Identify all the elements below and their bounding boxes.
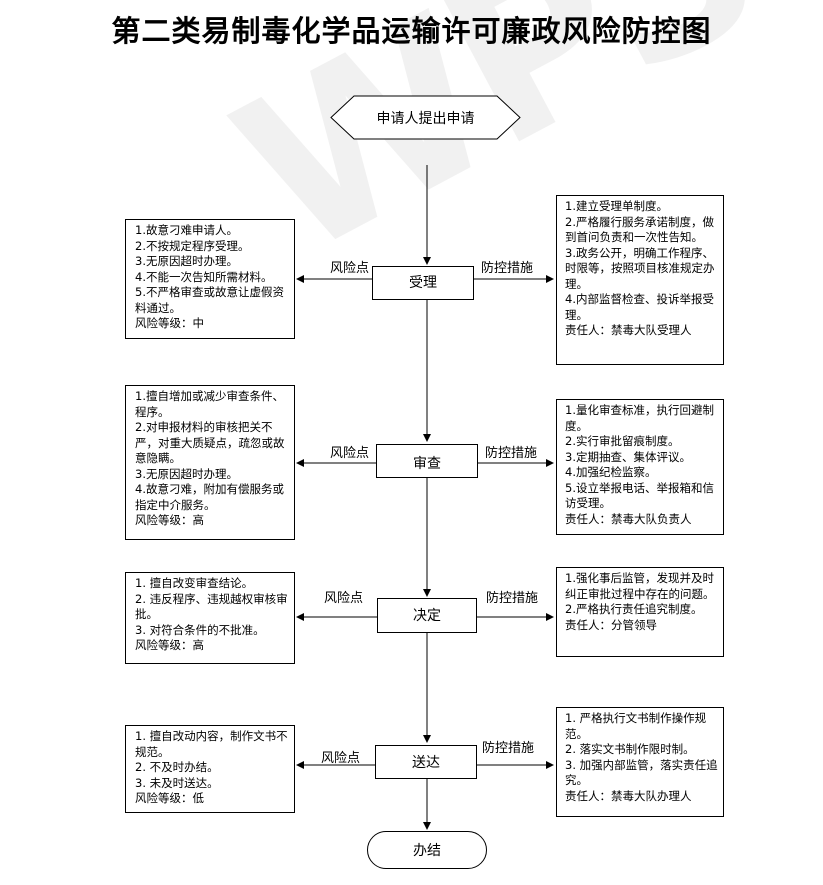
step-accept-label: 受理 [409, 275, 437, 291]
box-text-line: 1.擅自增加或减少审查条件、程序。 [135, 389, 284, 419]
box-text-line: 1.建立受理单制度。 [565, 199, 668, 213]
risk-box-review: 1.擅自增加或减少审查条件、程序。 2.对申报材料的审核把关不严，对重大质疑点，… [125, 385, 295, 540]
box-text-line: 3.无原因超时办理。 [135, 254, 238, 268]
risk-label-accept: 风险点 [330, 261, 370, 276]
box-text-line: 2.严格履行服务承诺制度，做到首问负责和一次性告知。 [565, 214, 714, 245]
box-text-line: 3.政务公开，明确工作程序、时限等，按照项目核准规定办理。 [565, 245, 715, 291]
end-node: 办结 [367, 831, 487, 869]
risk-label-deliver: 风险点 [321, 751, 361, 766]
box-text-line: 责任人：禁毒大队办理人 [565, 788, 692, 803]
box-text-line: 1.故意刁难申请人。 [135, 223, 238, 237]
step-deliver: 送达 [375, 745, 477, 779]
box-text-line: 3.无原因超时办理。 [135, 466, 238, 481]
box-text-line: 3. 未及时送达。 [135, 775, 219, 790]
start-node: 申请人提出申请 [330, 95, 521, 140]
control-box-deliver: 1. 严格执行文书制作操作规范。 2. 落实文书制作限时制。 3. 加强内部监管… [556, 707, 724, 817]
box-text-line: 4.故意刁难，附加有偿服务或指定中介服务。 [135, 482, 284, 512]
box-text-line: 2.严格执行责任追究制度。 [565, 602, 703, 616]
step-review: 审查 [376, 444, 478, 478]
box-text-line: 2. 落实文书制作限时制。 [565, 742, 695, 756]
start-node-label: 申请人提出申请 [376, 110, 475, 127]
box-text-line: 3. 加强内部监管，落实责任追究。 [565, 757, 718, 788]
step-decide-label: 决定 [413, 608, 441, 624]
box-text-line: 风险等级：低 [135, 791, 204, 805]
risk-label-review: 风险点 [330, 446, 370, 461]
box-text-line: 2. 不及时办结。 [135, 760, 219, 774]
step-deliver-label: 送达 [412, 755, 440, 771]
box-text-line: 1.量化审查标准，执行回避制度。 [565, 403, 714, 433]
box-text-line: 4.加强纪检监察。 [565, 465, 657, 479]
box-text-line: 2.不按规定程序受理。 [135, 238, 250, 253]
box-text-line: 责任人：分管领导 [565, 617, 657, 632]
step-accept: 受理 [372, 266, 474, 300]
control-label-review: 防控措施 [485, 446, 538, 461]
box-text-line: 4.内部监督检查、投诉举报受理。 [565, 292, 714, 322]
end-node-label: 办结 [413, 843, 441, 859]
box-text-line: 2.实行审批留痕制度。 [565, 434, 680, 448]
box-text-line: 风险等级：中 [135, 316, 204, 330]
box-text-line: 风险等级：高 [135, 638, 204, 652]
box-text-line: 3. 对符合条件的不批准。 [135, 622, 265, 637]
control-box-accept: 1.建立受理单制度。 2.严格履行服务承诺制度，做到首问负责和一次性告知。 3.… [556, 195, 724, 365]
box-text-line: 1.强化事后监管，发现并及时纠正审批过程中存在的问题。 [565, 571, 715, 601]
box-text-line: 责任人：禁毒大队受理人 [565, 323, 692, 337]
control-label-decide: 防控措施 [486, 591, 539, 606]
risk-label-decide: 风险点 [324, 591, 364, 606]
risk-box-decide: 1. 擅自改变审查结论。 2. 违反程序、违规越权审核审批。 3. 对符合条件的… [125, 572, 295, 664]
risk-box-deliver: 1. 擅自改动内容，制作文书不规范。 2. 不及时办结。 3. 未及时送达。 风… [125, 725, 295, 813]
page-title: 第二类易制毒化学品运输许可廉政风险防控图 [111, 14, 712, 48]
box-text-line: 1. 严格执行文书制作操作规范。 [565, 711, 707, 741]
step-review-label: 审查 [413, 456, 441, 472]
step-decide: 决定 [377, 598, 477, 633]
risk-box-accept: 1.故意刁难申请人。 2.不按规定程序受理。 3.无原因超时办理。 4.不能一次… [125, 219, 295, 339]
box-text-line: 2. 违反程序、违规越权审核审批。 [135, 591, 288, 622]
box-text-line: 1. 擅自改动内容，制作文书不规范。 [135, 729, 288, 759]
control-label-accept: 防控措施 [481, 261, 534, 276]
box-text-line: 3.定期抽查、集体评议。 [565, 449, 691, 464]
control-box-decide: 1.强化事后监管，发现并及时纠正审批过程中存在的问题。 2.严格执行责任追究制度… [556, 567, 724, 657]
control-box-review: 1.量化审查标准，执行回避制度。 2.实行审批留痕制度。 3.定期抽查、集体评议… [556, 399, 724, 535]
box-text-line: 4.不能一次告知所需材料。 [135, 269, 273, 284]
box-text-line: 2.对申报材料的审核把关不严，对重大质疑点，疏忽或故意隐瞒。 [135, 420, 285, 465]
control-label-deliver: 防控措施 [482, 741, 535, 756]
box-text-line: 1. 擅自改变审查结论。 [135, 576, 254, 590]
box-text-line: 5.不严格审查或故意让虚假资料通过。 [135, 285, 284, 315]
box-text-line: 5.设立举报电话、举报箱和信访受理。 [565, 480, 714, 511]
box-text-line: 风险等级：高 [135, 513, 204, 527]
box-text-line: 责任人：禁毒大队负责人 [565, 511, 692, 526]
